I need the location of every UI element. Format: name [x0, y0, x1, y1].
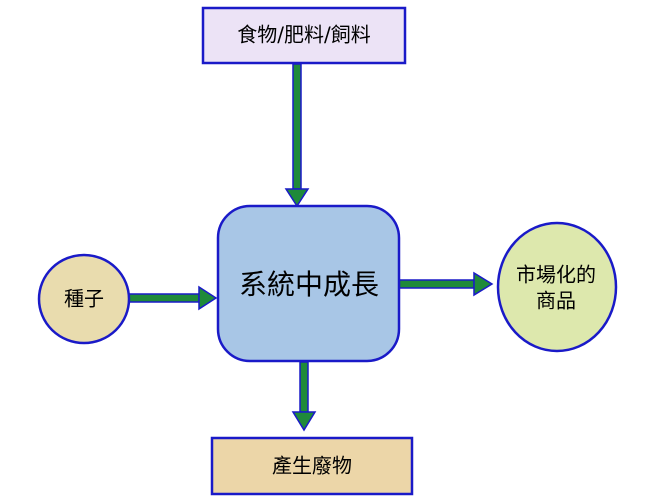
arrow-input-to-system	[284, 63, 310, 208]
waste-box: 產生廢物	[210, 436, 414, 496]
input-box-label: 食物/肥料/飼料	[237, 23, 370, 47]
arrow-system-to-waste	[291, 361, 317, 432]
arrow-system-to-product	[398, 271, 494, 297]
product-label-line1: 市場化的	[516, 263, 596, 287]
product-node: 市場化的 商品	[496, 221, 618, 353]
seed-node: 種子	[37, 253, 131, 345]
input-box: 食物/肥料/飼料	[201, 6, 407, 65]
seed-label: 種子	[64, 287, 104, 311]
system-label: 系統中成長	[239, 268, 379, 301]
arrow-seed-to-system	[128, 285, 218, 311]
waste-label: 產生廢物	[272, 454, 352, 478]
product-label-line2: 商品	[536, 289, 576, 313]
system-node: 系統中成長	[216, 204, 401, 363]
